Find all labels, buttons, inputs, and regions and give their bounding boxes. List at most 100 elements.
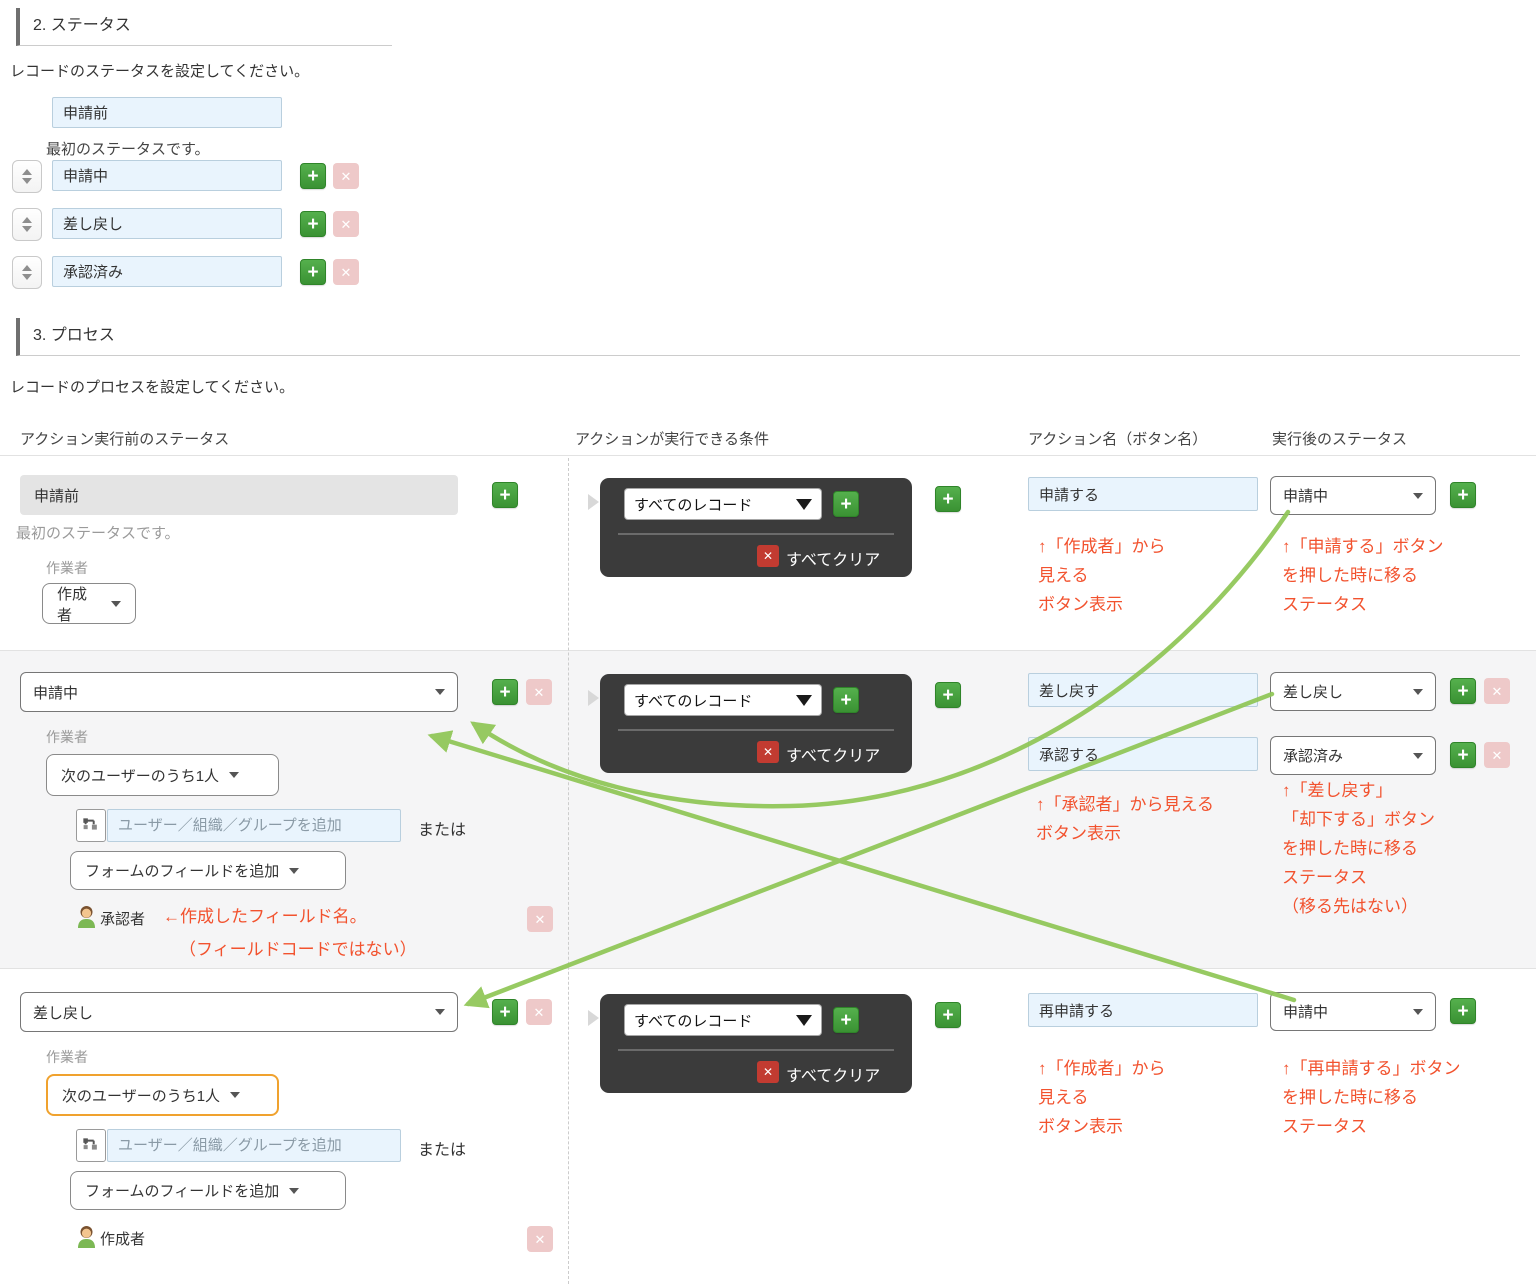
chevron-down-icon [435, 689, 445, 695]
or-label: または [418, 822, 467, 839]
add-condition-row-button[interactable]: + [935, 1002, 961, 1028]
status-section-description: レコードのステータスを設定してください。 [10, 63, 310, 80]
after-status-select[interactable]: 申請中 [1270, 992, 1436, 1031]
user-avatar-icon [78, 906, 95, 928]
condition-select[interactable]: すべてのレコード [625, 489, 821, 519]
remove-status-button[interactable]: ✕ [333, 163, 359, 189]
add-condition-button[interactable]: + [833, 491, 859, 517]
or-label: または [418, 1142, 467, 1159]
add-process-row-button[interactable]: + [492, 482, 518, 508]
worker-entity-label: 作成者 [100, 1231, 146, 1248]
action-name-input[interactable] [1028, 993, 1258, 1027]
add-status-button[interactable]: + [300, 211, 326, 237]
add-condition-button[interactable]: + [833, 1007, 859, 1033]
remove-status-button[interactable]: ✕ [333, 259, 359, 285]
worker-type-dropdown[interactable]: 作成者 [42, 583, 136, 624]
add-process-row-button[interactable]: + [492, 679, 518, 705]
status-input[interactable] [52, 256, 282, 287]
condition-branch-icon [588, 1010, 599, 1026]
annotation-after-status: ↑「申請する」ボタン を押した時に移る ステータス [1282, 537, 1444, 614]
column-header-condition: アクションが実行できる条件 [575, 431, 769, 448]
clear-all-icon[interactable]: ✕ [757, 545, 779, 567]
condition-box: すべてのレコード + ✕ すべてクリア [600, 994, 912, 1093]
chevron-down-icon [435, 1009, 445, 1015]
org-picker-button[interactable] [76, 1129, 106, 1162]
add-action-button[interactable]: + [1450, 998, 1476, 1024]
worker-type-dropdown[interactable]: 次のユーザーのうち1人 [46, 754, 279, 796]
status-input[interactable] [52, 208, 282, 239]
add-status-button[interactable]: + [300, 163, 326, 189]
before-status-select[interactable]: 申請中 [20, 672, 458, 712]
status-move-handle[interactable] [12, 256, 42, 289]
condition-box: すべてのレコード + ✕ すべてクリア [600, 674, 912, 773]
worker-type-value: 次のユーザーのうち1人 [62, 1087, 221, 1105]
action-name-input[interactable] [1028, 477, 1258, 511]
add-action-button[interactable]: + [1450, 482, 1476, 508]
chevron-down-icon [229, 772, 240, 778]
annotation-after-status: ↑「差し戻す」 「却下する」ボタン を押した時に移る ステータス （移る先はない… [1282, 781, 1435, 916]
condition-select[interactable]: すべてのレコード [625, 1005, 821, 1035]
condition-branch-icon [588, 690, 599, 706]
user-avatar-icon [78, 1226, 95, 1248]
clear-all-icon[interactable]: ✕ [757, 1061, 779, 1083]
form-field-label: フォームのフィールドを追加 [85, 863, 280, 880]
condition-select-value: すべてのレコード [634, 496, 753, 514]
annotation-action-visibility: ↑「承認者」から見える ボタン表示 [1036, 795, 1214, 843]
chevron-down-icon [796, 498, 812, 510]
column-divider-dashed [568, 458, 569, 1284]
action-name-input[interactable] [1028, 673, 1258, 707]
chevron-down-icon [1413, 752, 1423, 759]
annotation-action-visibility: ↑「作成者」から 見える ボタン表示 [1038, 1059, 1166, 1136]
add-action-button[interactable]: + [1450, 678, 1476, 704]
worker-type-dropdown[interactable]: 次のユーザーのうち1人 [46, 1074, 279, 1116]
chevron-down-icon [796, 1014, 812, 1026]
remove-action-button[interactable]: ✕ [1484, 678, 1510, 704]
first-status-input[interactable] [52, 97, 282, 128]
condition-divider [618, 533, 894, 535]
before-status-select[interactable]: 差し戻し [20, 992, 458, 1032]
add-status-button[interactable]: + [300, 259, 326, 285]
after-status-value: 申請中 [1283, 488, 1329, 505]
remove-action-button[interactable]: ✕ [1484, 742, 1510, 768]
condition-select[interactable]: すべてのレコード [625, 685, 821, 715]
after-status-select[interactable]: 承認済み [1270, 736, 1436, 775]
remove-process-row-button[interactable]: ✕ [526, 999, 552, 1025]
add-condition-row-button[interactable]: + [935, 486, 961, 512]
remove-worker-button[interactable]: ✕ [527, 906, 553, 932]
form-field-dropdown[interactable]: フォームのフィールドを追加 [70, 851, 346, 890]
chevron-down-icon [111, 600, 121, 607]
annotation-field-name: ←作成したフィールド名。 [163, 907, 367, 926]
worker-type-value: 次のユーザーのうち1人 [61, 767, 220, 785]
org-picker-button[interactable] [76, 809, 106, 842]
add-process-row-button[interactable]: + [492, 999, 518, 1025]
worker-entity-label: 承認者 [100, 911, 146, 928]
move-down-icon [22, 226, 32, 232]
worker-label: 作業者 [46, 729, 88, 745]
chevron-down-icon [1413, 492, 1423, 499]
add-condition-row-button[interactable]: + [935, 682, 961, 708]
org-hierarchy-icon [83, 817, 97, 830]
action-name-input[interactable] [1028, 737, 1258, 771]
clear-all-button[interactable]: すべてクリア [786, 748, 881, 765]
form-field-dropdown[interactable]: フォームのフィールドを追加 [70, 1171, 346, 1210]
move-up-icon [22, 217, 32, 223]
add-action-button[interactable]: + [1450, 742, 1476, 768]
status-move-handle[interactable] [12, 160, 42, 193]
remove-worker-button[interactable]: ✕ [527, 1226, 553, 1252]
add-condition-button[interactable]: + [833, 687, 859, 713]
move-down-icon [22, 274, 32, 280]
after-status-select[interactable]: 申請中 [1270, 476, 1436, 515]
status-input[interactable] [52, 160, 282, 191]
column-header-before-status: アクション実行前のステータス [20, 431, 230, 448]
remove-status-button[interactable]: ✕ [333, 211, 359, 237]
remove-process-row-button[interactable]: ✕ [526, 679, 552, 705]
after-status-select[interactable]: 差し戻し [1270, 672, 1436, 711]
clear-all-icon[interactable]: ✕ [757, 741, 779, 763]
status-move-handle[interactable] [12, 208, 42, 241]
move-up-icon [22, 169, 32, 175]
clear-all-button[interactable]: すべてクリア [786, 552, 881, 569]
org-add-input[interactable] [107, 1129, 401, 1162]
org-add-input[interactable] [107, 809, 401, 842]
clear-all-button[interactable]: すべてクリア [786, 1068, 881, 1085]
